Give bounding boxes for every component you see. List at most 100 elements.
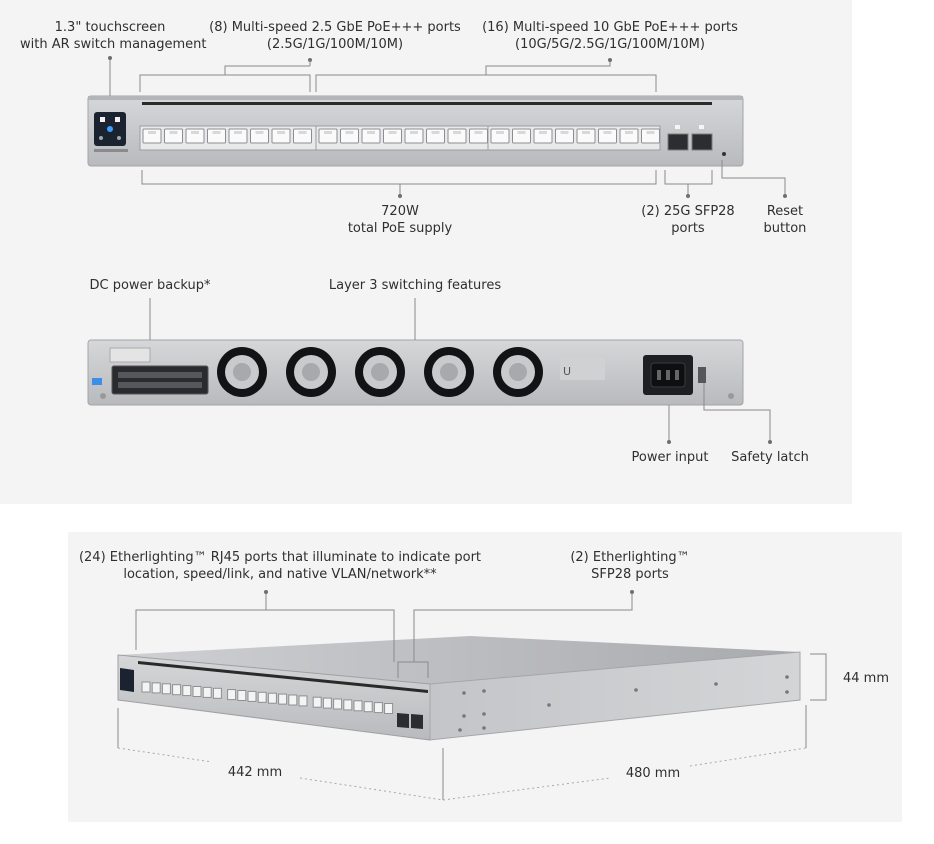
ports-25g-label: (8) Multi-speed 2.5 GbE PoE+++ ports (2.… (205, 19, 465, 53)
rj45-port (161, 683, 171, 695)
rear-leader-lines (149, 298, 772, 444)
rj45-port (333, 698, 343, 710)
ports-10g-label-line1: (16) Multi-speed 10 GbE PoE+++ ports (482, 20, 738, 35)
rj45-port (271, 128, 291, 144)
rj45-port (212, 687, 222, 699)
rj45-port (598, 128, 617, 144)
rear-fans (217, 347, 543, 397)
rj45-port (141, 681, 151, 693)
rj45-port (512, 128, 531, 144)
rj45-port (237, 690, 247, 701)
rj45-port (250, 128, 269, 144)
rj45-port (182, 685, 192, 697)
rj45-port (185, 128, 205, 144)
ports-10g-label-line2: (10G/5G/2.5G/1G/100M/10M) (515, 37, 705, 52)
reset-label-line2: button (763, 221, 807, 236)
rj45-port (383, 128, 402, 144)
poe-supply-label: 720W total PoE supply (320, 203, 480, 237)
rj45-port (151, 682, 161, 694)
rj45-port (228, 128, 248, 144)
reset-label-line1: Reset (766, 204, 804, 219)
perspective-leader-lines (117, 590, 827, 801)
front-rj45-ports (142, 128, 660, 144)
etherlighting-rj45-label-line1: (24) Etherlighting™ RJ45 ports that illu… (78, 550, 482, 565)
depth-label-text: 480 mm (625, 766, 681, 781)
touchscreen-label: 1.3" touchscreen with AR switch manageme… (20, 19, 207, 53)
front-sfp-ports (667, 125, 713, 151)
rj45-port (192, 686, 202, 697)
rj45-port (278, 693, 288, 705)
front-leader-lines (108, 56, 787, 198)
safety-latch-label-text: Safety latch (731, 450, 809, 465)
safety-latch-label: Safety latch (725, 449, 815, 466)
rj45-port (257, 691, 267, 703)
etherlighting-sfp-label: (2) Etherlighting™ SFP28 ports (560, 549, 700, 583)
svg-text:U: U (563, 365, 571, 378)
reset-button (722, 152, 726, 156)
ports-25g-label-line2: (2.5G/1G/100M/10M) (266, 37, 404, 52)
height-label-text: 44 mm (842, 671, 889, 686)
sfp-label-line2: ports (671, 221, 705, 236)
dc-power-connector (111, 365, 209, 395)
sfp-label: (2) 25G SFP28 ports (628, 203, 748, 237)
depth-label: 480 mm (608, 765, 698, 782)
dc-backup-label: DC power backup* (80, 277, 220, 294)
sfp-label-line1: (2) 25G SFP28 (641, 204, 735, 219)
compliance-label (560, 358, 605, 380)
rj45-port (207, 128, 226, 144)
etherlighting-sfp-label-line1: (2) Etherlighting™ (570, 550, 690, 565)
rj45-port (576, 128, 596, 144)
width-label: 442 mm (210, 764, 300, 781)
rj45-port (641, 128, 660, 144)
rj45-port (293, 128, 312, 144)
rj45-port (318, 128, 338, 144)
rj45-port (343, 699, 353, 711)
rj45-port (555, 128, 574, 144)
rj45-port (227, 689, 237, 701)
rear-switch: U (87, 339, 744, 406)
front-rear-panel-section (0, 0, 852, 504)
reset-label: Reset button (750, 203, 820, 237)
layer3-label: Layer 3 switching features (315, 277, 515, 294)
rj45-port (447, 128, 467, 144)
touchscreen-label-line1: 1.3" touchscreen (54, 20, 166, 35)
rj45-port (353, 700, 363, 712)
rj45-port (340, 128, 359, 144)
rj45-port (619, 128, 639, 144)
serial-label (109, 347, 151, 363)
poe-supply-label-line1: 720W (381, 204, 419, 219)
rj45-port (490, 128, 510, 144)
power-input-label: Power input (620, 449, 720, 466)
etherlighting-rj45-label-line2: location, speed/link, and native VLAN/ne… (123, 567, 437, 582)
rj45-port (312, 696, 322, 708)
etherlighting-rj45-label: (24) Etherlighting™ RJ45 ports that illu… (70, 549, 490, 583)
ports-25g-label-line1: (8) Multi-speed 2.5 GbE PoE+++ ports (209, 20, 461, 35)
rj45-port (247, 690, 257, 702)
rj45-port (384, 703, 394, 714)
front-switch (87, 95, 744, 167)
etherlighting-sfp-label-line2: SFP28 ports (591, 567, 669, 582)
ports-10g-label: (16) Multi-speed 10 GbE PoE+++ ports (10… (480, 19, 740, 53)
rj45-port (404, 128, 424, 144)
touchscreen-label-line2: with AR switch management (20, 37, 207, 52)
poe-supply-label-line2: total PoE supply (347, 221, 453, 236)
rj45-port (142, 128, 162, 144)
rj45-port (322, 697, 332, 709)
rj45-port (298, 695, 308, 707)
rj45-port (172, 684, 182, 696)
rj45-port (202, 686, 212, 698)
dc-backup-label-text: DC power backup* (89, 278, 211, 293)
perspective-switch (117, 636, 801, 741)
perspective-rj45-ports (141, 681, 394, 714)
rj45-port (469, 128, 488, 144)
rj45-port (288, 694, 298, 706)
height-label: 44 mm (834, 670, 898, 687)
width-label-text: 442 mm (227, 765, 283, 780)
layer3-label-text: Layer 3 switching features (328, 278, 502, 293)
rj45-port (533, 128, 553, 144)
rj45-port (164, 128, 183, 144)
rj45-port (361, 128, 381, 144)
safety-latch-part (698, 367, 706, 383)
rj45-port (267, 692, 277, 704)
